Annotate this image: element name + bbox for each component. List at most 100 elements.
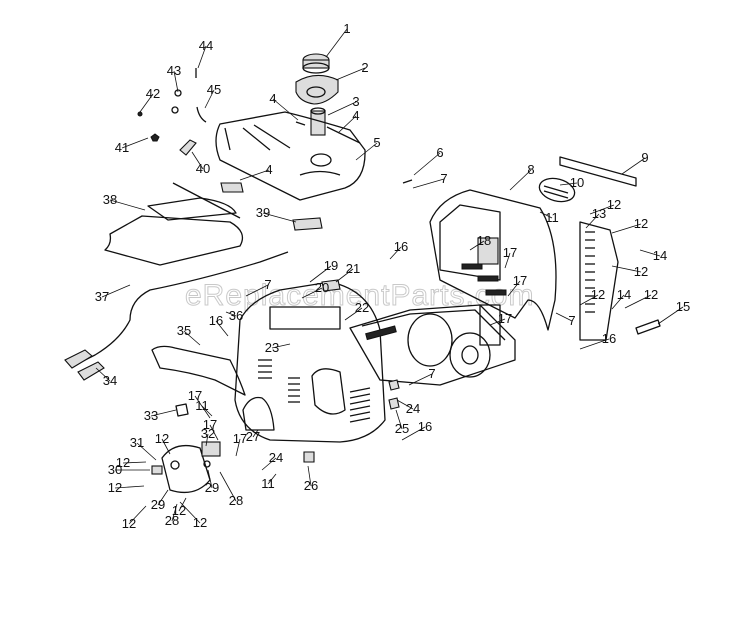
callout-leader-line	[209, 424, 219, 441]
callout-label: 11	[195, 398, 209, 413]
callout-label: 23	[265, 340, 279, 355]
callout-leader-line	[621, 157, 646, 175]
callout-label: 11	[261, 476, 275, 491]
callout-leader-line	[128, 505, 147, 525]
nut-part	[388, 379, 400, 391]
insulation-sheet-part	[147, 197, 237, 221]
callout-label: 12	[634, 216, 648, 231]
fuel-tank-part	[215, 111, 366, 201]
callout-leader-line	[122, 461, 147, 464]
callout-leader-line	[585, 213, 600, 229]
callout-leader-line	[207, 469, 213, 489]
callout-label: 16	[209, 313, 223, 328]
fuel-hose-part	[196, 106, 207, 123]
callout-leader-line	[245, 284, 269, 297]
callout-leader-line	[307, 465, 312, 487]
callout-label: 26	[304, 478, 318, 493]
callout-label: 12	[591, 287, 605, 302]
callout-leader-line	[95, 367, 111, 382]
callout-leader-line	[197, 45, 207, 69]
callout-leader-line	[559, 182, 578, 186]
callout-label: 17	[498, 311, 512, 326]
callout-label: 29	[205, 480, 219, 495]
callout-label: 10	[570, 175, 584, 190]
callout-label: 12	[122, 516, 136, 531]
callout-leader-line	[389, 246, 402, 260]
oil-door-part	[242, 396, 275, 431]
callout-label: 19	[324, 258, 338, 273]
callout-label: 5	[373, 135, 380, 150]
charging-cable-part	[74, 251, 289, 366]
callout-leader-line	[589, 204, 615, 215]
callout-leader-line	[611, 265, 642, 273]
callout-leader-line	[325, 28, 348, 58]
foot-part	[303, 451, 315, 463]
label-part	[635, 319, 661, 335]
callout-label: 38	[103, 192, 117, 207]
callout-leader-line	[624, 294, 652, 309]
callout-label: 16	[602, 331, 616, 346]
callout-leader-line	[396, 399, 414, 410]
callout-label: 21	[346, 261, 360, 276]
callout-label: 15	[676, 299, 690, 314]
callout-label: 1	[343, 21, 350, 36]
rear-grille-part	[579, 221, 619, 341]
callout-leader-line	[579, 338, 610, 350]
callout-leader-line	[183, 330, 201, 346]
callout-label: 13	[592, 206, 606, 221]
callout-label: 12	[634, 264, 648, 279]
callout-leader-line	[579, 294, 599, 306]
callout-leader-line	[507, 280, 521, 297]
callout-leader-line	[161, 438, 171, 455]
callout-leader-line	[225, 311, 237, 317]
seal-strip-part	[559, 156, 637, 187]
callout-leader-line	[157, 489, 169, 506]
bracket-part	[292, 217, 323, 231]
callout-label: 18	[477, 233, 491, 248]
callout-label: 28	[229, 493, 243, 508]
callout-label: 17	[503, 245, 517, 260]
callout-leader-line	[219, 471, 237, 502]
callout-leader-line	[114, 485, 145, 489]
callout-leader-line	[639, 249, 661, 257]
callout-label: 8	[527, 162, 534, 177]
callout-label: 17	[513, 273, 527, 288]
callout-leader-line	[239, 169, 270, 181]
callout-label: 37	[95, 289, 109, 304]
front-housing-part	[234, 281, 386, 443]
callout-label: 41	[115, 140, 129, 155]
callout-leader-line	[136, 442, 157, 461]
callout-leader-line	[139, 93, 154, 113]
callout-label: 20	[315, 280, 329, 295]
washer-part	[171, 106, 179, 114]
callout-leader-line	[309, 265, 332, 283]
callout-label: 17	[188, 388, 202, 403]
fuel-valve-part	[179, 139, 197, 156]
callout-leader-line	[335, 67, 366, 81]
callout-leader-line	[337, 115, 357, 134]
screw-part	[137, 111, 143, 117]
callout-label: 14	[617, 287, 631, 302]
callout-label: 4	[269, 91, 276, 106]
callout-label: 29	[151, 497, 165, 512]
bracket-part	[220, 182, 244, 193]
callout-leader-line	[335, 268, 354, 283]
callout-leader-line	[395, 409, 403, 430]
callout-leader-line	[262, 212, 297, 223]
cushion-strip-part	[326, 126, 361, 144]
callout-label: 12	[193, 515, 207, 530]
callout-label: 24	[406, 401, 420, 416]
callout-label: 45	[207, 82, 221, 97]
callout-leader-line	[408, 373, 433, 386]
callout-label: 14	[653, 248, 667, 263]
callout-leader-line	[194, 395, 211, 419]
callout-leader-line	[469, 240, 485, 251]
callout-leader-line	[109, 199, 146, 211]
clip-part	[150, 133, 160, 142]
callout-label: 4	[352, 108, 359, 123]
callout-label: 3	[352, 94, 359, 109]
callout-label: 2	[361, 60, 368, 75]
callout-leader-line	[611, 294, 625, 310]
callout-leader-line	[235, 438, 241, 457]
callout-leader-line	[271, 343, 291, 349]
